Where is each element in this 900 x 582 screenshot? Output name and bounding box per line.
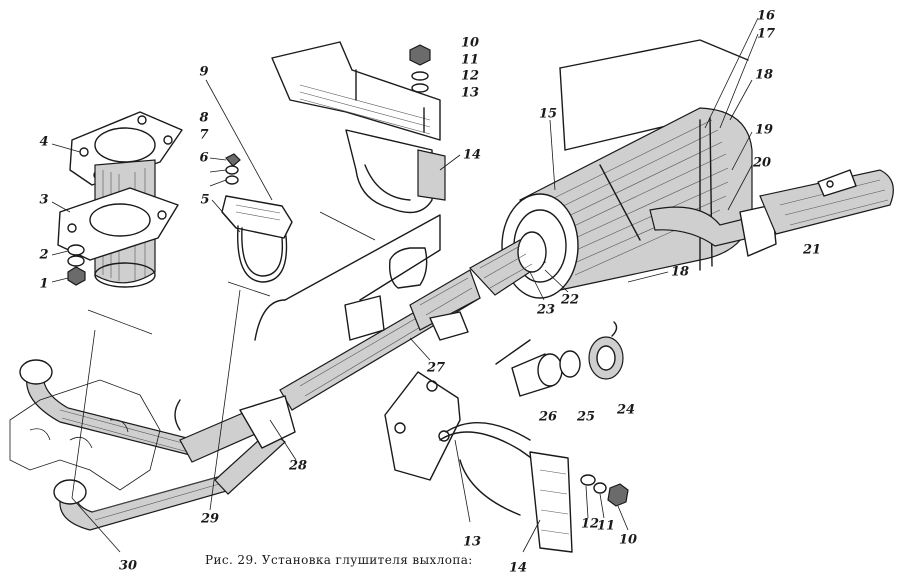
callout-22: 22 (560, 292, 580, 308)
part-21-tail-pipe (649, 169, 894, 257)
figure-caption: Рис. 29. Установка глушителя выхлопа: (205, 553, 473, 567)
part-1-2-nut-washers (67, 244, 86, 286)
callout-15: 15 (538, 106, 558, 122)
callout-11-bottom: 11 (596, 518, 616, 534)
callout-29: 29 (200, 511, 220, 527)
callout-21: 21 (802, 242, 822, 258)
callout-13-top: 13 (460, 85, 480, 101)
callout-26: 26 (538, 409, 558, 425)
callout-18-top: 18 (754, 67, 774, 83)
callout-18-bottom: 18 (670, 264, 690, 280)
callout-30: 30 (118, 558, 138, 574)
callout-24: 24 (616, 402, 636, 418)
leader-lines (51, 17, 759, 553)
callout-8: 8 (199, 110, 209, 126)
callout-25: 25 (576, 409, 596, 425)
callout-4: 4 (39, 134, 49, 150)
part-10-13-fasteners-top (409, 44, 431, 93)
callout-20: 20 (752, 155, 772, 171)
part-27-clamp (344, 295, 469, 341)
callout-13-bottom: 13 (462, 534, 482, 550)
part-24-26-connector (495, 321, 624, 397)
part-22-23-sleeve (469, 231, 547, 296)
part-14-lower-bracket (384, 371, 629, 553)
callout-2: 2 (39, 247, 49, 263)
part-5-9-u-clamp (221, 153, 293, 283)
callout-1: 1 (39, 276, 49, 292)
callout-10-top: 10 (460, 35, 480, 51)
callout-28: 28 (288, 458, 308, 474)
callout-3: 3 (39, 192, 49, 208)
callout-9: 9 (199, 64, 209, 80)
callout-5: 5 (200, 192, 210, 208)
engine-block (9, 379, 161, 491)
callout-10-bottom: 10 (618, 532, 638, 548)
callout-14-bottom: 14 (508, 560, 528, 576)
callout-23: 23 (536, 302, 556, 318)
part-3-pipe-section (57, 159, 179, 288)
callout-11-top: 11 (460, 52, 480, 68)
callout-27: 27 (426, 360, 446, 376)
callout-7: 7 (199, 127, 209, 143)
body-panel (254, 214, 441, 341)
part-14-upper-bracket (271, 41, 446, 214)
callout-16: 16 (756, 8, 776, 24)
part-28-30-front-pipes (19, 359, 296, 531)
callout-14-top: 14 (462, 147, 482, 163)
callout-19: 19 (754, 122, 774, 138)
callout-17: 17 (756, 26, 776, 42)
callout-6: 6 (199, 150, 209, 166)
callout-12-top: 12 (460, 68, 480, 84)
main-exhaust-pipe (279, 269, 481, 411)
callout-12-bottom: 12 (580, 516, 600, 532)
